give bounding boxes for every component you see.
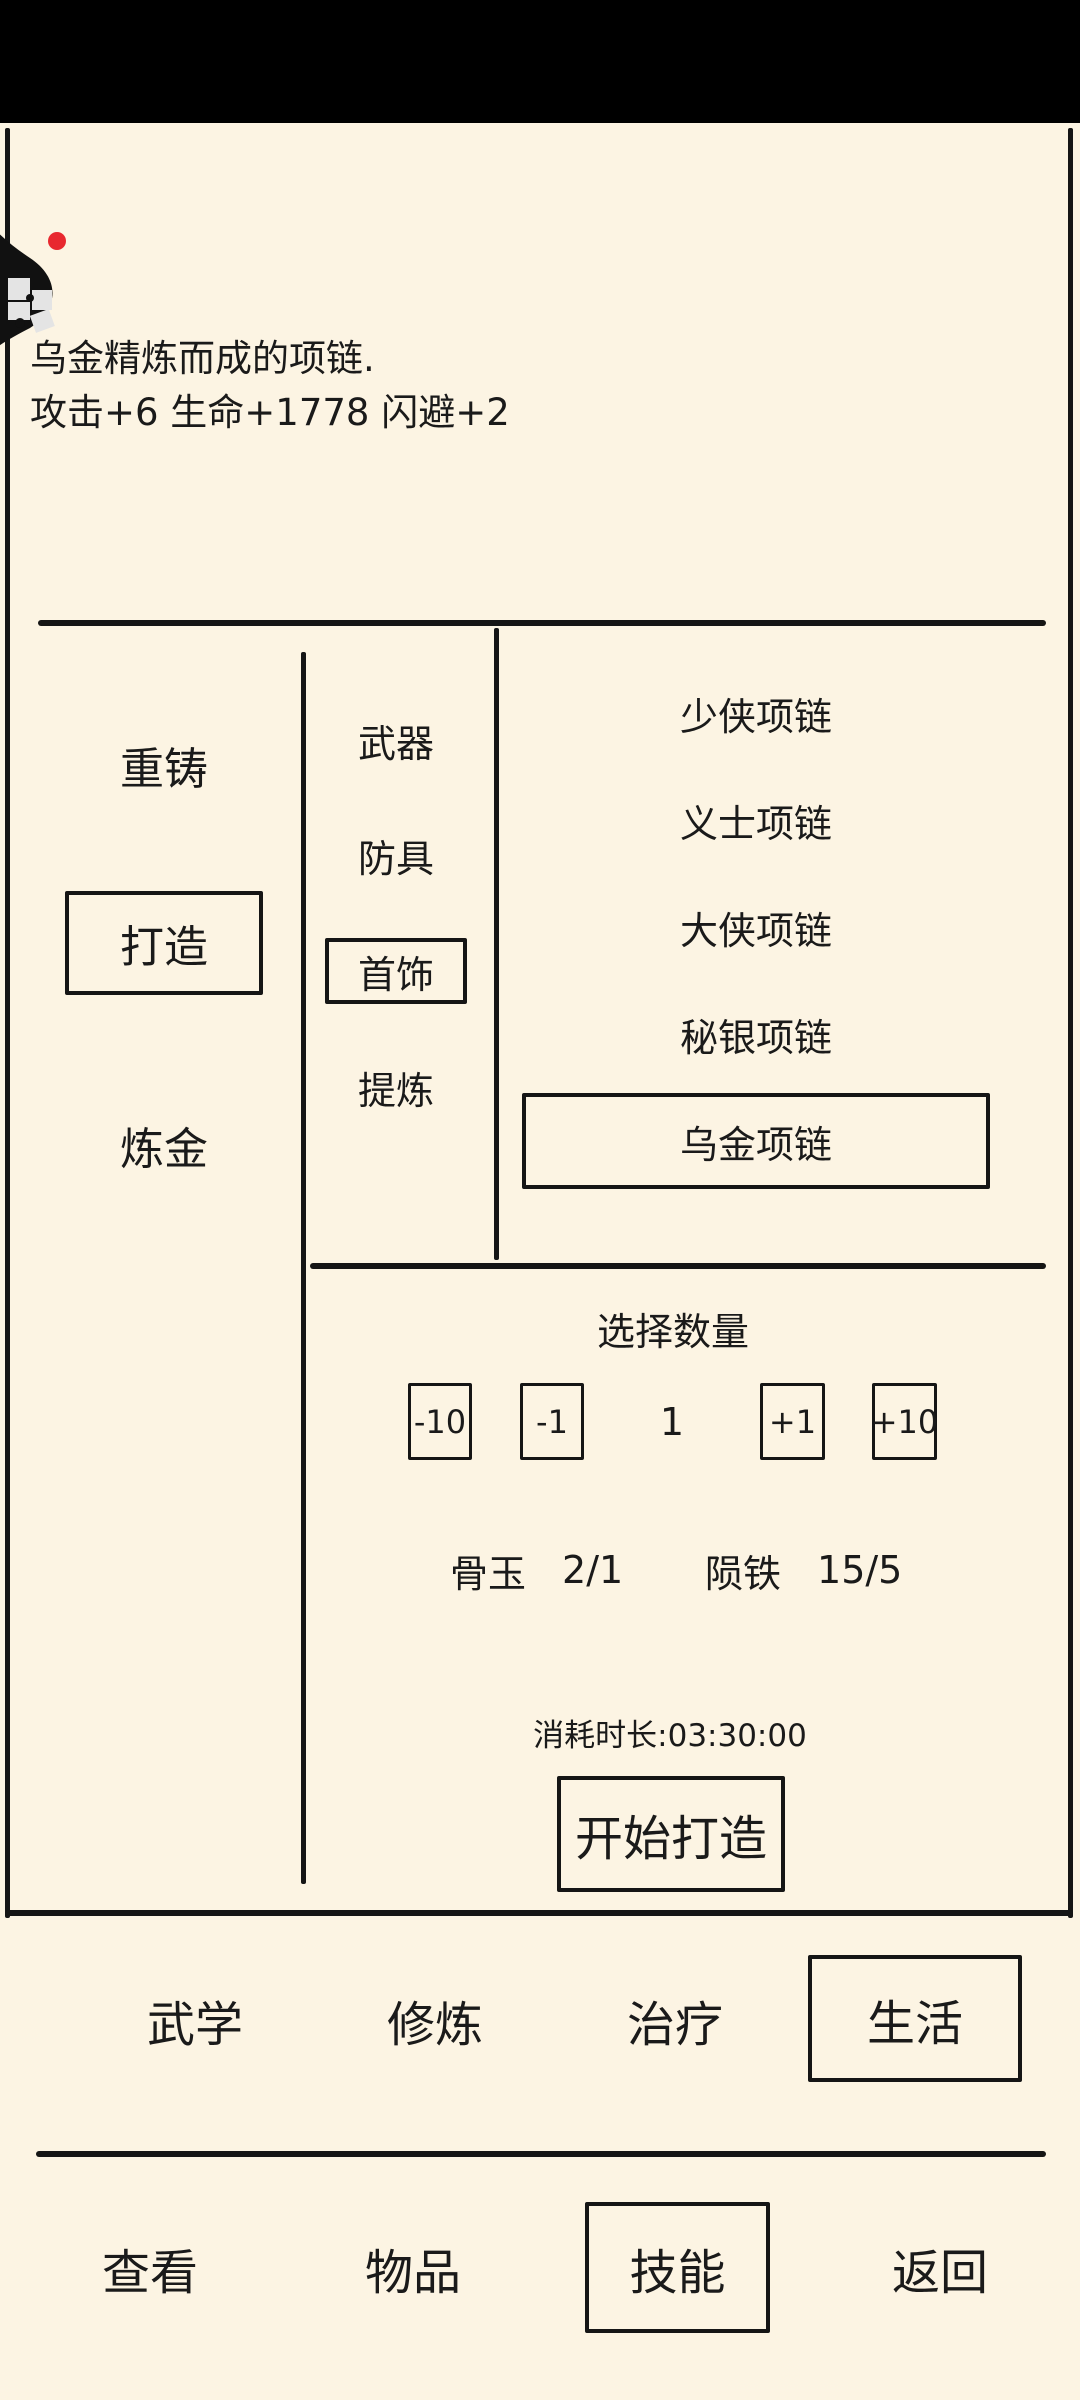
item-list-entry[interactable]: 秘银项链 (522, 999, 990, 1069)
left-column-divider (301, 652, 306, 1884)
quantity-plus10-button[interactable]: +10 (870, 1383, 939, 1460)
button-label: 开始打造 (574, 1811, 767, 1867)
floating-assistant-widget[interactable] (0, 178, 70, 378)
item-list-clipped-entry (650, 1222, 830, 1228)
craft-mode-label: 打造 (120, 922, 208, 973)
quantity-minus10-button[interactable]: -10 (408, 1383, 472, 1460)
start-craft-button[interactable]: 开始打造 (557, 1776, 785, 1892)
category-refine[interactable]: 提炼 (325, 1052, 467, 1122)
item-stats-text: 攻击+6 生命+1778 闪避+2 (30, 391, 510, 434)
category-label: 首饰 (357, 952, 434, 997)
item-label: 秘银项链 (679, 1015, 832, 1060)
item-list-entry-selected[interactable]: 乌金项链 (522, 1093, 990, 1189)
tab-label: 武学 (146, 1997, 243, 2053)
panel-right-border (1068, 128, 1073, 1918)
item-label: 大侠项链 (679, 908, 832, 953)
craft-mode-label: 炼金 (120, 1124, 208, 1175)
tab-cultivation[interactable]: 修炼 (340, 1960, 530, 2080)
bottom-separator (36, 2151, 1046, 2157)
material-name: 陨铁 (705, 1551, 782, 1596)
quantity-value: 1 (659, 1399, 685, 1444)
tab-label: 治疗 (626, 1997, 723, 2053)
material-requirement: 骨玉 2/1 (450, 1540, 640, 1600)
craft-duration: 消耗时长:03:30:00 (533, 1717, 807, 1754)
material-amount: 2/1 (562, 1548, 624, 1592)
button-label: -10 (413, 1402, 467, 1441)
top-separator (38, 620, 1046, 626)
tab-healing[interactable]: 治疗 (580, 1960, 770, 2080)
list-bottom-separator (310, 1263, 1046, 1269)
item-label: 乌金项链 (679, 1122, 832, 1167)
material-requirement: 陨铁 15/5 (705, 1540, 945, 1600)
quantity-title: 选择数量 (596, 1309, 749, 1354)
item-description: 乌金精炼而成的项链. 攻击+6 生命+1778 闪避+2 (30, 332, 510, 440)
craft-mode-alchemy[interactable]: 炼金 (65, 1105, 263, 1185)
material-name: 骨玉 (450, 1551, 527, 1596)
category-accessory[interactable]: 首饰 (325, 938, 467, 1004)
nav-skills[interactable]: 技能 (585, 2202, 770, 2333)
category-weapon[interactable]: 武器 (325, 705, 467, 775)
tab-label: 生活 (866, 1995, 963, 2052)
status-bar (0, 0, 1080, 123)
quantity-minus1-button[interactable]: -1 (520, 1383, 584, 1460)
item-list-entry[interactable]: 义士项链 (522, 785, 990, 855)
item-list-entry[interactable]: 少侠项链 (522, 678, 990, 748)
tab-life[interactable]: 生活 (808, 1955, 1022, 2082)
tab-martial-arts[interactable]: 武学 (100, 1960, 290, 2080)
quantity-plus1-button[interactable]: +1 (760, 1383, 825, 1460)
item-label: 义士项链 (679, 801, 832, 846)
nav-back[interactable]: 返回 (845, 2205, 1035, 2330)
craft-mode-forge[interactable]: 打造 (65, 891, 263, 995)
puzzle-icon (8, 278, 55, 333)
category-label: 防具 (357, 836, 434, 881)
button-label: +1 (768, 1402, 817, 1441)
nav-view[interactable]: 查看 (55, 2205, 245, 2330)
category-armor[interactable]: 防具 (325, 820, 467, 890)
item-label: 少侠项链 (679, 694, 832, 739)
craft-mode-recast[interactable]: 重铸 (65, 725, 263, 805)
category-label: 武器 (357, 721, 434, 766)
panel-bottom-border (5, 1910, 1073, 1916)
panel-left-border (5, 128, 10, 1918)
button-label: +10 (870, 1402, 939, 1441)
nav-label: 返回 (891, 2244, 988, 2301)
item-description-text: 乌金精炼而成的项链. (30, 337, 375, 380)
nav-items[interactable]: 物品 (318, 2205, 508, 2330)
item-list-entry[interactable]: 大侠项链 (522, 892, 990, 962)
notification-badge (48, 232, 66, 250)
nav-label: 查看 (101, 2244, 198, 2301)
button-label: -1 (536, 1402, 568, 1441)
craft-mode-label: 重铸 (120, 744, 208, 795)
nav-label: 技能 (629, 2244, 726, 2301)
nav-label: 物品 (364, 2244, 461, 2301)
material-amount: 15/5 (817, 1548, 903, 1592)
category-column-divider (494, 628, 499, 1260)
category-label: 提炼 (357, 1068, 434, 1113)
tab-label: 修炼 (386, 1997, 483, 2053)
